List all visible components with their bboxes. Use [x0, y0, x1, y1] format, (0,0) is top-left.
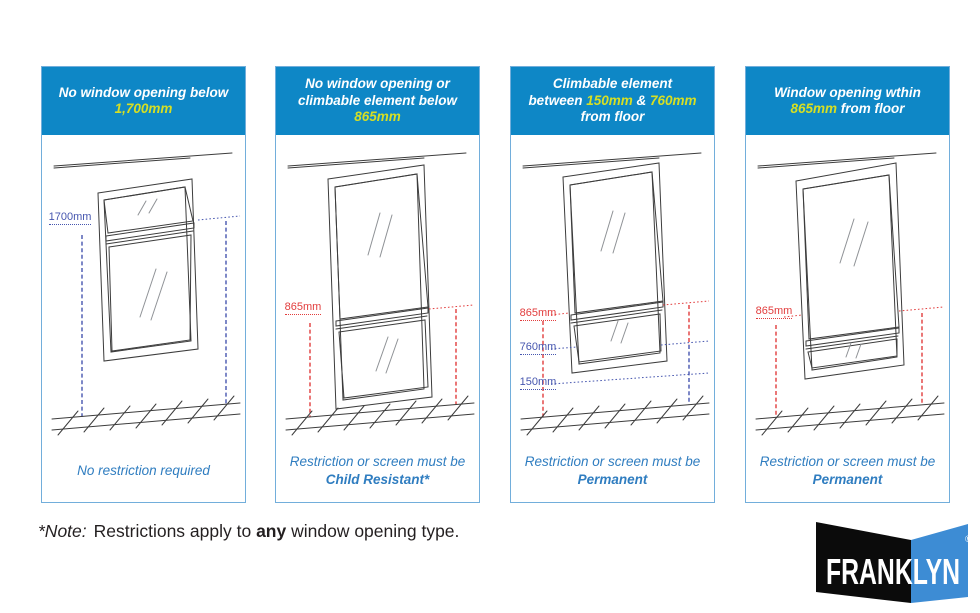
- header-text: No window opening or climbable element b…: [297, 76, 458, 108]
- floor-line: [285, 395, 475, 436]
- header-highlight: 760mm: [650, 92, 697, 108]
- floor-line: [520, 395, 710, 436]
- header-text: &: [632, 92, 651, 108]
- note-body: Restrictions apply to: [93, 521, 257, 541]
- logo-wordmark: FRANKLYN: [826, 551, 960, 592]
- header-text: Climbable element between: [528, 76, 673, 108]
- panel-header: No window opening below 1,700mm: [42, 67, 245, 135]
- measurement-lines-red: [542, 300, 710, 417]
- header-highlight: 865mm: [790, 101, 838, 116]
- header-text: from floor: [837, 101, 905, 116]
- measurement-lines: [309, 304, 475, 417]
- logo-right-shape: [911, 524, 968, 603]
- measure-label-865mm: 865mm: [284, 301, 322, 315]
- window-illustration: [755, 152, 945, 436]
- panel-caption: No restriction required: [77, 463, 210, 479]
- window-drawing: [327, 164, 433, 410]
- measure-label-865mm: 865mm: [755, 305, 793, 319]
- panel-3: Climbable element between 150mm & 760mm …: [510, 66, 715, 503]
- panel-2: No window opening or climbable element b…: [275, 66, 480, 503]
- panel-body: 865mm: [276, 135, 479, 445]
- measure-label-760mm: 760mm: [519, 341, 557, 355]
- panel-header: Climbable element between 150mm & 760mm …: [511, 67, 714, 135]
- measurement-lines: [775, 306, 945, 417]
- floor-line: [51, 395, 241, 436]
- logo-left-shape: [816, 522, 911, 603]
- note-bold: any: [256, 521, 287, 541]
- measure-label-150mm: 150mm: [519, 376, 557, 390]
- measurement-lines: [81, 215, 241, 417]
- franklyn-logo: FRANKLYN ®: [816, 522, 972, 603]
- window-illustration: [520, 152, 710, 436]
- panel-caption: Restriction or screen must be Permanent: [524, 454, 701, 487]
- panel-4: Window opening wthin 865mm from floor: [745, 66, 950, 503]
- panel-body: 1700mm: [42, 135, 245, 445]
- header-highlight: 1,700mm: [114, 101, 173, 116]
- panel-caption: Restriction or screen must be Permanent: [759, 454, 936, 487]
- measure-label-1700mm: 1700mm: [48, 211, 92, 225]
- panel-1: No window opening below 1,700mm: [41, 66, 246, 503]
- measurement-lines-blue: [550, 340, 710, 405]
- header-highlight: 150mm: [586, 92, 633, 108]
- ceiling-line: [287, 152, 467, 169]
- ceiling-line: [53, 152, 233, 169]
- floor-line: [755, 395, 945, 436]
- panel-header: Window opening wthin 865mm from floor: [746, 67, 949, 135]
- panel-caption: Restriction or screen must be Child Resi…: [289, 454, 466, 487]
- header-text: Window opening wthin: [774, 84, 921, 100]
- ceiling-line: [757, 152, 937, 169]
- window-drawing: [97, 178, 199, 362]
- panel-header: No window opening or climbable element b…: [276, 67, 479, 135]
- note-end: window opening type.: [286, 521, 460, 541]
- window-illustration: [51, 152, 241, 436]
- header-text: from floor: [580, 109, 645, 125]
- note: *Note: Restrictions apply to any window o…: [38, 521, 459, 542]
- window-drawing: [795, 162, 905, 380]
- registered-mark: ®: [965, 534, 972, 544]
- window-illustration: [285, 152, 475, 436]
- window-drawing: [562, 162, 668, 374]
- measure-label-865mm: 865mm: [519, 307, 557, 321]
- header-highlight: 865mm: [354, 109, 401, 125]
- header-text: No window opening below: [58, 84, 229, 100]
- ceiling-line: [522, 152, 702, 169]
- note-prefix: *Note:: [38, 521, 87, 541]
- panel-body: 865mm: [746, 135, 949, 445]
- panel-body: 865mm 760mm 150mm: [511, 135, 714, 445]
